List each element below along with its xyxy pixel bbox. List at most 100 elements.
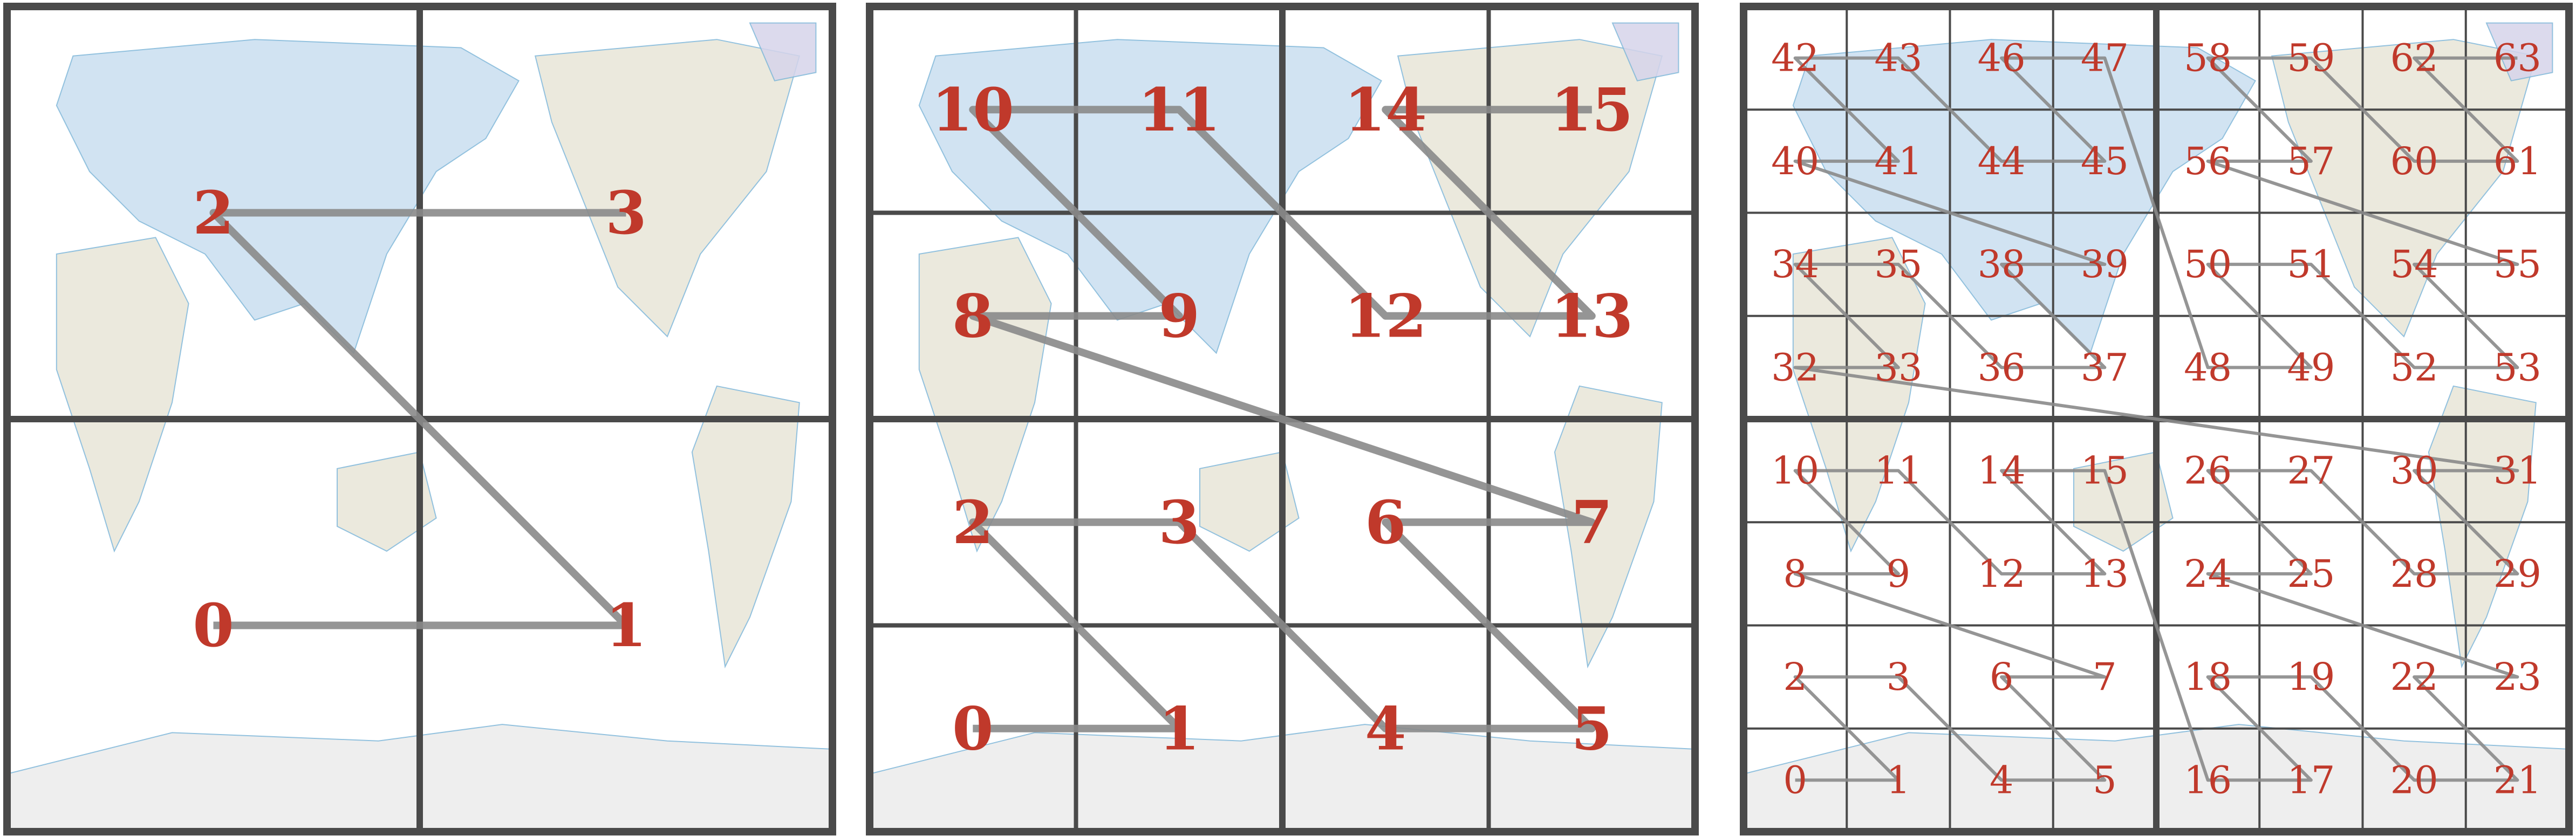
cell-index-label: 52 bbox=[2390, 345, 2438, 389]
cell-index-label: 36 bbox=[1978, 345, 2026, 389]
cell-index-label: 14 bbox=[1978, 449, 2026, 493]
north-america-shape bbox=[1397, 39, 1663, 338]
cell-index-label: 2 bbox=[1783, 655, 1807, 699]
cell-index-label: 39 bbox=[2081, 242, 2129, 286]
cell-index-label: 27 bbox=[2287, 449, 2335, 493]
cell-index-label: 17 bbox=[2287, 758, 2335, 802]
cell-index-label: 29 bbox=[2493, 552, 2541, 596]
cell-index-label: 0 bbox=[952, 694, 994, 763]
cell-index-label: 25 bbox=[2287, 552, 2335, 596]
cell-index-label: 51 bbox=[2287, 242, 2335, 286]
cell-index-label: 46 bbox=[1978, 36, 2026, 80]
cell-index-label: 14 bbox=[1344, 75, 1427, 145]
panel-frame bbox=[866, 3, 1699, 835]
cell-index-label: 32 bbox=[1771, 345, 1819, 389]
cell-index-label: 30 bbox=[2390, 449, 2438, 493]
cell-index-label: 60 bbox=[2390, 139, 2438, 183]
cell-index-label: 5 bbox=[2093, 758, 2117, 802]
cell-index-label: 0 bbox=[193, 591, 234, 660]
cell-index-label: 13 bbox=[2081, 552, 2129, 596]
cell-index-label: 20 bbox=[2390, 758, 2438, 802]
cell-index-label: 58 bbox=[2184, 36, 2232, 80]
cell-index-label: 50 bbox=[2184, 242, 2232, 286]
cell-index-label: 41 bbox=[1874, 139, 1922, 183]
north-america-shape bbox=[534, 39, 801, 338]
cell-index-label: 26 bbox=[2184, 449, 2232, 493]
cell-index-label: 61 bbox=[2493, 139, 2541, 183]
cell-index-label: 18 bbox=[2184, 655, 2232, 699]
z-order-path bbox=[209, 209, 630, 629]
panel-1: 0 1 2 3 bbox=[3, 3, 836, 835]
cell-index-label: 3 bbox=[1158, 488, 1200, 557]
cell-index-label: 6 bbox=[1365, 488, 1406, 557]
panel-frame bbox=[3, 3, 836, 835]
cell-index-label: 40 bbox=[1771, 139, 1819, 183]
cell-index-label: 49 bbox=[2287, 345, 2335, 389]
cell-index-label: 15 bbox=[1550, 75, 1633, 145]
cell-index-label: 31 bbox=[2493, 449, 2541, 493]
cell-index-label: 38 bbox=[1978, 242, 2026, 286]
africa-shape bbox=[56, 237, 189, 553]
cell-index-label: 10 bbox=[932, 75, 1014, 145]
greenland-shape bbox=[749, 22, 817, 81]
cell-index-label: 0 bbox=[1783, 758, 1807, 802]
cell-index-label: 12 bbox=[1978, 552, 2026, 596]
cell-index-label: 1 bbox=[1158, 694, 1200, 763]
cell-index-label: 59 bbox=[2287, 36, 2335, 80]
cell-index-label: 47 bbox=[2081, 36, 2129, 80]
cell-index-label: 33 bbox=[1874, 345, 1922, 389]
cell-index-label: 1 bbox=[1887, 758, 1911, 802]
cell-index-label: 10 bbox=[1771, 449, 1819, 493]
cell-index-label: 22 bbox=[2390, 655, 2438, 699]
cell-index-label: 34 bbox=[1771, 242, 1819, 286]
cell-index-label: 1 bbox=[605, 591, 647, 660]
cell-index-label: 35 bbox=[1874, 242, 1922, 286]
cell-index-label: 3 bbox=[605, 178, 647, 248]
cell-index-label: 23 bbox=[2493, 655, 2541, 699]
cell-index-label: 44 bbox=[1978, 139, 2026, 183]
cell-index-label: 57 bbox=[2287, 139, 2335, 183]
greenland-shape bbox=[1611, 22, 1679, 81]
cell-index-label: 3 bbox=[1887, 655, 1911, 699]
cell-index-label: 9 bbox=[1887, 552, 1911, 596]
z-order-path bbox=[1793, 56, 2519, 782]
z-order-path bbox=[969, 106, 1596, 732]
eurasia-shape bbox=[918, 39, 1382, 354]
cell-index-label: 37 bbox=[2081, 345, 2129, 389]
cell-index-label: 21 bbox=[2493, 758, 2541, 802]
cell-index-label: 2 bbox=[193, 178, 234, 248]
cell-index-label: 11 bbox=[1138, 75, 1220, 145]
cell-index-label: 9 bbox=[1158, 281, 1200, 351]
cell-index-label: 5 bbox=[1571, 694, 1612, 763]
cell-index-label: 43 bbox=[1874, 36, 1922, 80]
cell-index-label: 16 bbox=[2184, 758, 2232, 802]
australia-shape bbox=[337, 451, 437, 552]
cell-index-label: 54 bbox=[2390, 242, 2438, 286]
cell-index-label: 48 bbox=[2184, 345, 2232, 389]
cell-index-label: 7 bbox=[1571, 488, 1612, 557]
cell-index-label: 15 bbox=[2081, 449, 2129, 493]
cell-index-label: 45 bbox=[2081, 139, 2129, 183]
panel-frame bbox=[1740, 3, 2573, 835]
cell-index-label: 4 bbox=[1365, 694, 1406, 763]
australia-shape bbox=[2073, 451, 2174, 552]
greenland-shape bbox=[2485, 22, 2553, 81]
cell-index-label: 6 bbox=[1990, 655, 2014, 699]
australia-shape bbox=[1199, 451, 1300, 552]
cell-index-label: 56 bbox=[2184, 139, 2232, 183]
cell-index-label: 19 bbox=[2287, 655, 2335, 699]
cell-index-label: 55 bbox=[2493, 242, 2541, 286]
cell-index-label: 12 bbox=[1344, 281, 1427, 351]
cell-index-label: 8 bbox=[1783, 552, 1807, 596]
cell-index-label: 4 bbox=[1990, 758, 2014, 802]
cell-index-label: 13 bbox=[1550, 281, 1633, 351]
cell-index-label: 7 bbox=[2093, 655, 2117, 699]
cell-index-label: 8 bbox=[952, 281, 994, 351]
cell-index-label: 28 bbox=[2390, 552, 2438, 596]
cell-index-label: 42 bbox=[1771, 36, 1819, 80]
cell-index-label: 53 bbox=[2493, 345, 2541, 389]
